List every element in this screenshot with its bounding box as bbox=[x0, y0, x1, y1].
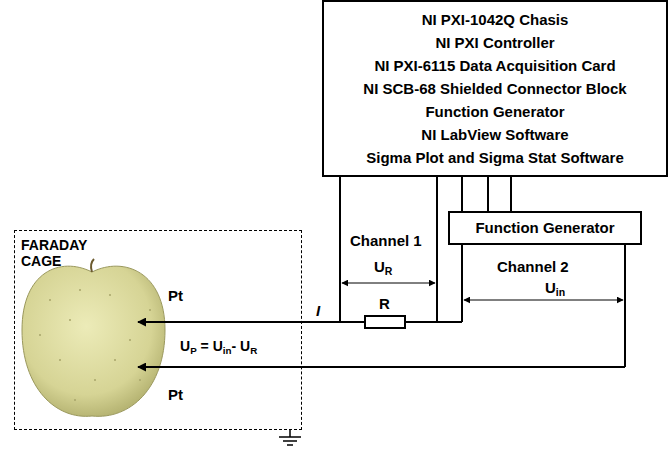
channel-label: Channel 2 bbox=[497, 258, 569, 275]
electrode-label: Pt bbox=[168, 287, 183, 304]
node-text: Sigma Plot and Sigma Stat Software bbox=[332, 146, 658, 169]
node-text: NI PXI Controller bbox=[332, 31, 658, 54]
wires bbox=[138, 170, 625, 367]
node-text: NI LabView Software bbox=[332, 123, 658, 146]
channel-arrow bbox=[342, 283, 435, 284]
channel-arrow bbox=[464, 300, 623, 301]
electrode-label: Pt bbox=[168, 386, 183, 403]
node-text: NI SCB-68 Shielded Connector Block bbox=[332, 77, 658, 100]
node-text: NI PXI-6115 Data Acquisition Card bbox=[332, 54, 658, 77]
resistor-label: R bbox=[379, 295, 390, 312]
node-text: NI PXI-1042Q Chasis bbox=[332, 8, 658, 31]
channel-label: Channel 1 bbox=[350, 232, 422, 249]
current-label: I bbox=[316, 302, 320, 319]
node-text: Function Generator bbox=[456, 218, 634, 238]
node-text: Function Generator bbox=[332, 100, 658, 123]
signal-name: UP = Uin- UR bbox=[180, 338, 257, 354]
function-generator-box: Function Generator bbox=[448, 211, 642, 245]
apple-illustration bbox=[22, 259, 165, 416]
resistor-symbol bbox=[365, 316, 405, 328]
instrument-box: NI PXI-1042Q ChasisNI PXI ControllerNI P… bbox=[322, 0, 668, 177]
ground-symbol bbox=[279, 430, 301, 445]
signal-name: UR bbox=[374, 258, 392, 275]
signal-name: Uin bbox=[545, 279, 565, 296]
faraday-cage: FARADAY CAGE bbox=[14, 230, 302, 430]
wire-connector bbox=[487, 177, 489, 211]
node-text: FARADAY CAGE bbox=[21, 237, 101, 269]
wire-connector bbox=[510, 177, 512, 211]
